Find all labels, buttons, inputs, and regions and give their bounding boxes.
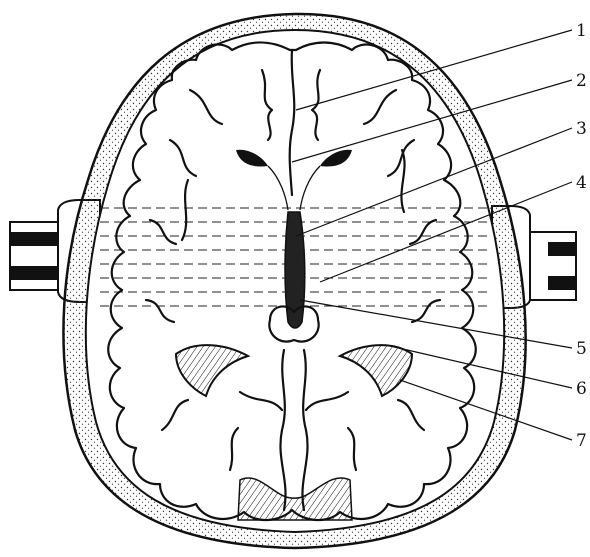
label-5: 5 — [576, 339, 587, 359]
label-6: 6 — [576, 379, 587, 399]
label-7: 7 — [576, 431, 587, 451]
label-3: 3 — [576, 119, 587, 139]
label-4: 4 — [576, 173, 587, 193]
label-1: 1 — [576, 21, 587, 41]
label-2: 2 — [576, 71, 587, 91]
labels: 1 2 3 4 5 6 7 — [576, 21, 587, 451]
